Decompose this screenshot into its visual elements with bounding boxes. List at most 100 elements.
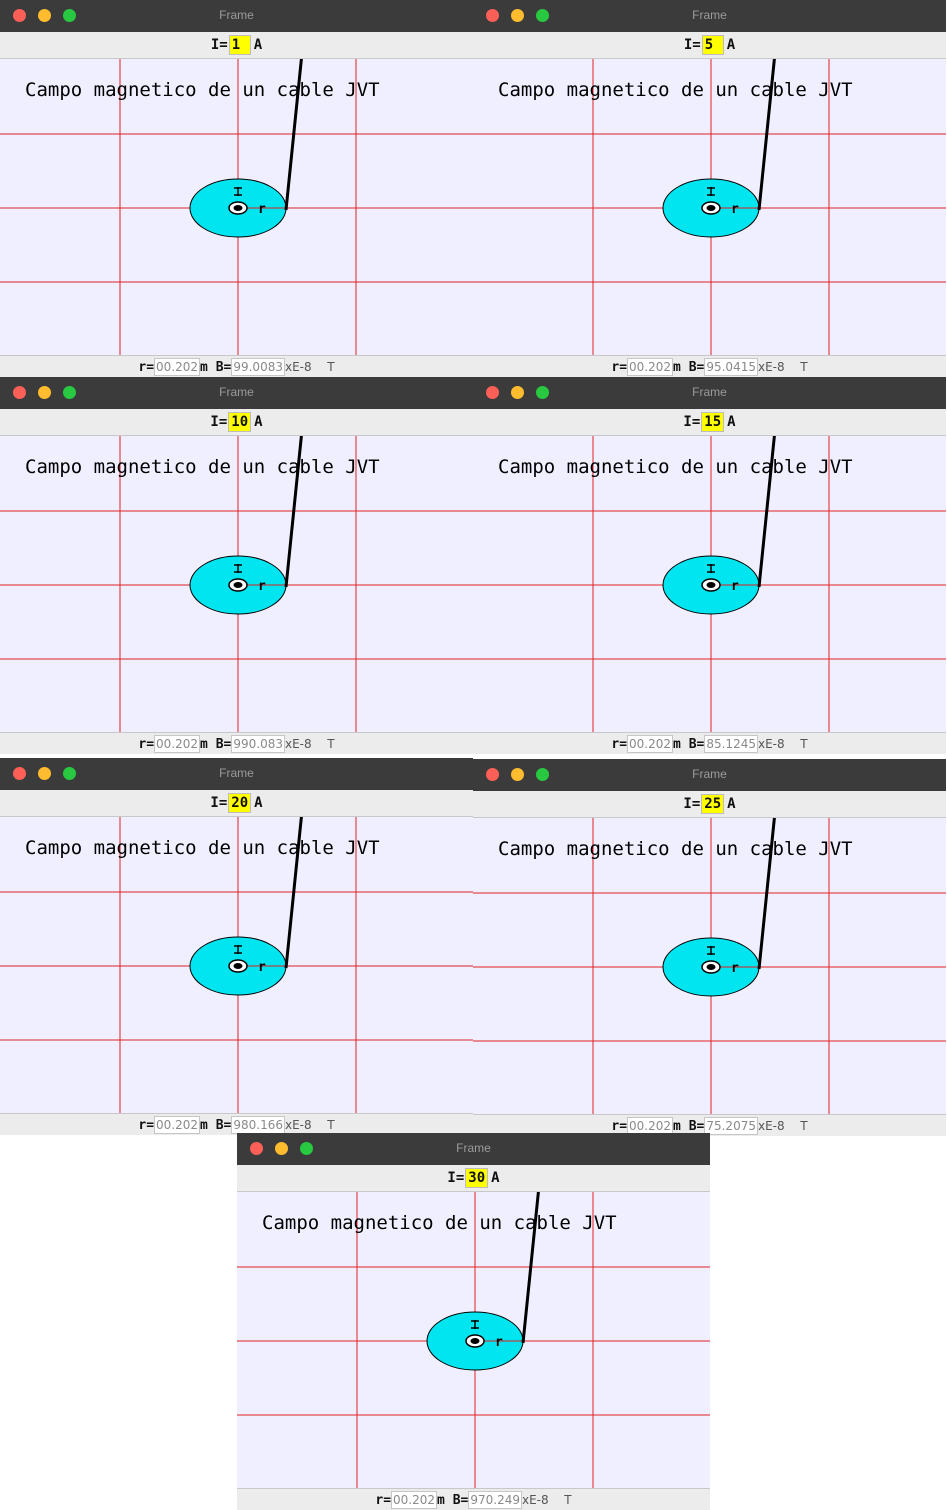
field-value[interactable]: 85.1245: [704, 735, 758, 753]
radius-field-label: r=: [138, 360, 155, 375]
field-label: B=: [452, 1493, 469, 1508]
maximize-button[interactable]: [536, 386, 549, 399]
close-button[interactable]: [13, 386, 26, 399]
radius-label: r: [495, 1335, 503, 1350]
minimize-button[interactable]: [38, 9, 51, 22]
field-value[interactable]: 99.0083: [231, 358, 285, 376]
current-input[interactable]: 5: [701, 35, 724, 55]
close-button[interactable]: [486, 9, 499, 22]
field-diagram: r Campo magnetico de un cable JVT: [0, 59, 473, 355]
current-bar: I=5 A: [473, 33, 946, 59]
minimize-button[interactable]: [38, 386, 51, 399]
field-label: B=: [688, 737, 705, 752]
field-value[interactable]: 75.2075: [704, 1117, 758, 1135]
window-title: Frame: [692, 8, 727, 22]
diagram-heading: Campo magnetico de un cable JVT: [498, 79, 853, 101]
minimize-button[interactable]: [511, 9, 524, 22]
field-unit: T: [564, 1493, 572, 1507]
field-vector: [757, 818, 776, 970]
window-title: Frame: [219, 8, 254, 22]
field-exponent: xE-8: [521, 1493, 549, 1507]
current-unit: A: [726, 37, 736, 53]
diagram-heading: Campo magnetico de un cable JVT: [25, 456, 380, 478]
frame-window-2: Frame I=5 A r Campo magnetico de un cabl…: [473, 0, 946, 377]
field-diagram: r Campo magnetico de un cable JVT: [473, 436, 946, 732]
close-button[interactable]: [13, 767, 26, 780]
minimize-button[interactable]: [511, 768, 524, 781]
close-button[interactable]: [486, 768, 499, 781]
maximize-button[interactable]: [536, 9, 549, 22]
field-value[interactable]: 95.0415: [704, 358, 758, 376]
field-canvas: r Campo magnetico de un cable JVT: [0, 436, 473, 732]
field-canvas: r Campo magnetico de un cable JVT: [237, 1192, 710, 1488]
radius-unit: m: [673, 1119, 681, 1134]
radius-field-label: r=: [611, 1119, 628, 1134]
minimize-button[interactable]: [511, 386, 524, 399]
radius-value[interactable]: 00.202: [154, 735, 201, 753]
radius-value[interactable]: 00.202: [391, 1491, 438, 1509]
maximize-button[interactable]: [536, 768, 549, 781]
current-input[interactable]: 25: [701, 794, 725, 814]
close-button[interactable]: [250, 1142, 263, 1155]
current-unit: A: [727, 796, 736, 812]
title-bar: Frame: [473, 759, 946, 791]
current-unit: A: [254, 795, 263, 811]
field-canvas: r Campo magnetico de un cable JVT: [473, 59, 946, 355]
field-value[interactable]: 990.083: [231, 735, 285, 753]
current-label: I=: [683, 796, 701, 812]
radius-value[interactable]: 00.202: [154, 358, 201, 376]
radius-value[interactable]: 00.202: [154, 1116, 201, 1134]
minimize-button[interactable]: [38, 767, 51, 780]
field-vector: [284, 436, 303, 588]
current-input[interactable]: 10: [228, 412, 252, 432]
current-input[interactable]: 1: [228, 35, 251, 55]
minimize-button[interactable]: [275, 1142, 288, 1155]
field-canvas: r Campo magnetico de un cable JVT: [0, 59, 473, 355]
title-bar: Frame: [0, 377, 473, 409]
title-bar: Frame: [473, 0, 946, 32]
title-bar: Frame: [0, 758, 473, 790]
field-vector: [521, 1192, 540, 1344]
maximize-button[interactable]: [300, 1142, 313, 1155]
field-value[interactable]: 980.166: [231, 1116, 285, 1134]
radius-value[interactable]: 00.202: [627, 735, 674, 753]
maximize-button[interactable]: [63, 767, 76, 780]
field-unit: T: [800, 737, 808, 751]
radius-label: r: [258, 960, 266, 975]
wire-core: [706, 964, 716, 970]
radius-label: r: [731, 961, 739, 976]
field-diagram: r Campo magnetico de un cable JVT: [0, 817, 473, 1113]
maximize-button[interactable]: [63, 386, 76, 399]
field-value[interactable]: 970.249: [468, 1491, 522, 1509]
radius-unit: m: [437, 1493, 445, 1508]
close-button[interactable]: [13, 9, 26, 22]
maximize-button[interactable]: [63, 9, 76, 22]
close-button[interactable]: [486, 386, 499, 399]
current-input[interactable]: 15: [701, 412, 725, 432]
current-label: I=: [210, 37, 228, 53]
title-bar: Frame: [0, 0, 473, 32]
field-exponent: xE-8: [757, 360, 785, 374]
current-input[interactable]: 30: [465, 1168, 489, 1188]
current-input[interactable]: 20: [228, 793, 252, 813]
field-label: B=: [688, 360, 705, 375]
title-bar: Frame: [473, 377, 946, 409]
window-title: Frame: [219, 766, 254, 780]
radius-value[interactable]: 00.202: [627, 358, 674, 376]
radius-value[interactable]: 00.202: [627, 1117, 674, 1135]
diagram-heading: Campo magnetico de un cable JVT: [25, 79, 380, 101]
current-label: I=: [447, 1170, 465, 1186]
radius-field-label: r=: [138, 737, 155, 752]
field-exponent: xE-8: [284, 1118, 312, 1132]
wire-core: [470, 1338, 480, 1344]
